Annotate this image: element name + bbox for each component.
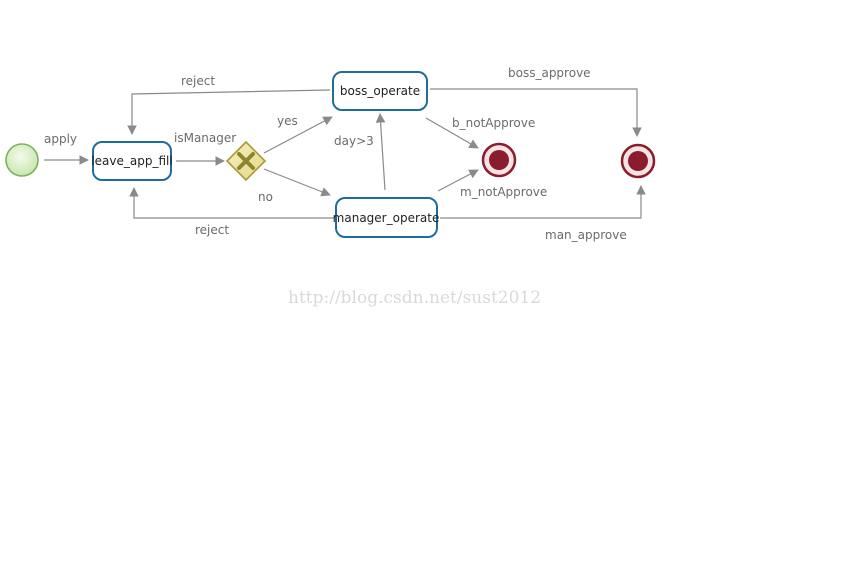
flow-label-day-gt-3: day>3 — [334, 134, 374, 148]
flow-label-reject-boss: reject — [181, 74, 215, 88]
task-manager-operate-label: manager_operate — [333, 211, 440, 225]
task-boss-operate-label: boss_operate — [340, 84, 420, 98]
end-event-approved[interactable] — [620, 143, 656, 179]
flow-label-reject-manager: reject — [195, 223, 229, 237]
flow-boss-approve — [430, 88, 642, 137]
task-leave-app-fill-label: leave_app_fill — [91, 154, 172, 168]
flow-label-boss-approve: boss_approve — [508, 66, 591, 80]
watermark-text: http://blog.csdn.net/sust2012 — [288, 288, 541, 308]
start-event[interactable] — [5, 143, 39, 177]
flow-reject-manager — [129, 187, 334, 219]
flow-b-not-approve — [425, 117, 479, 149]
flow-day-gt-3 — [375, 113, 386, 191]
flow-label-is-manager: isManager — [174, 131, 236, 145]
flow-label-man-approve: man_approve — [545, 228, 627, 242]
flow-m-not-approve — [437, 169, 479, 192]
task-manager-operate[interactable]: manager_operate — [333, 197, 440, 238]
flow-label-apply: apply — [44, 132, 77, 146]
gateway-x-icon — [237, 152, 255, 170]
end-event-not-approved[interactable] — [481, 142, 517, 178]
flow-label-m-not-approve: m_notApprove — [460, 185, 547, 199]
exclusive-gateway[interactable] — [225, 140, 267, 182]
flow-no — [263, 168, 331, 197]
flow-label-no: no — [258, 190, 273, 204]
flow-yes — [263, 116, 333, 154]
flow-label-b-not-approve: b_notApprove — [452, 116, 535, 130]
flow-label-yes: yes — [277, 114, 298, 128]
task-leave-app-fill[interactable]: leave_app_fill — [91, 141, 173, 181]
flow-man-approve — [440, 185, 646, 219]
task-boss-operate[interactable]: boss_operate — [332, 71, 428, 111]
flow-reject-boss — [127, 89, 331, 135]
